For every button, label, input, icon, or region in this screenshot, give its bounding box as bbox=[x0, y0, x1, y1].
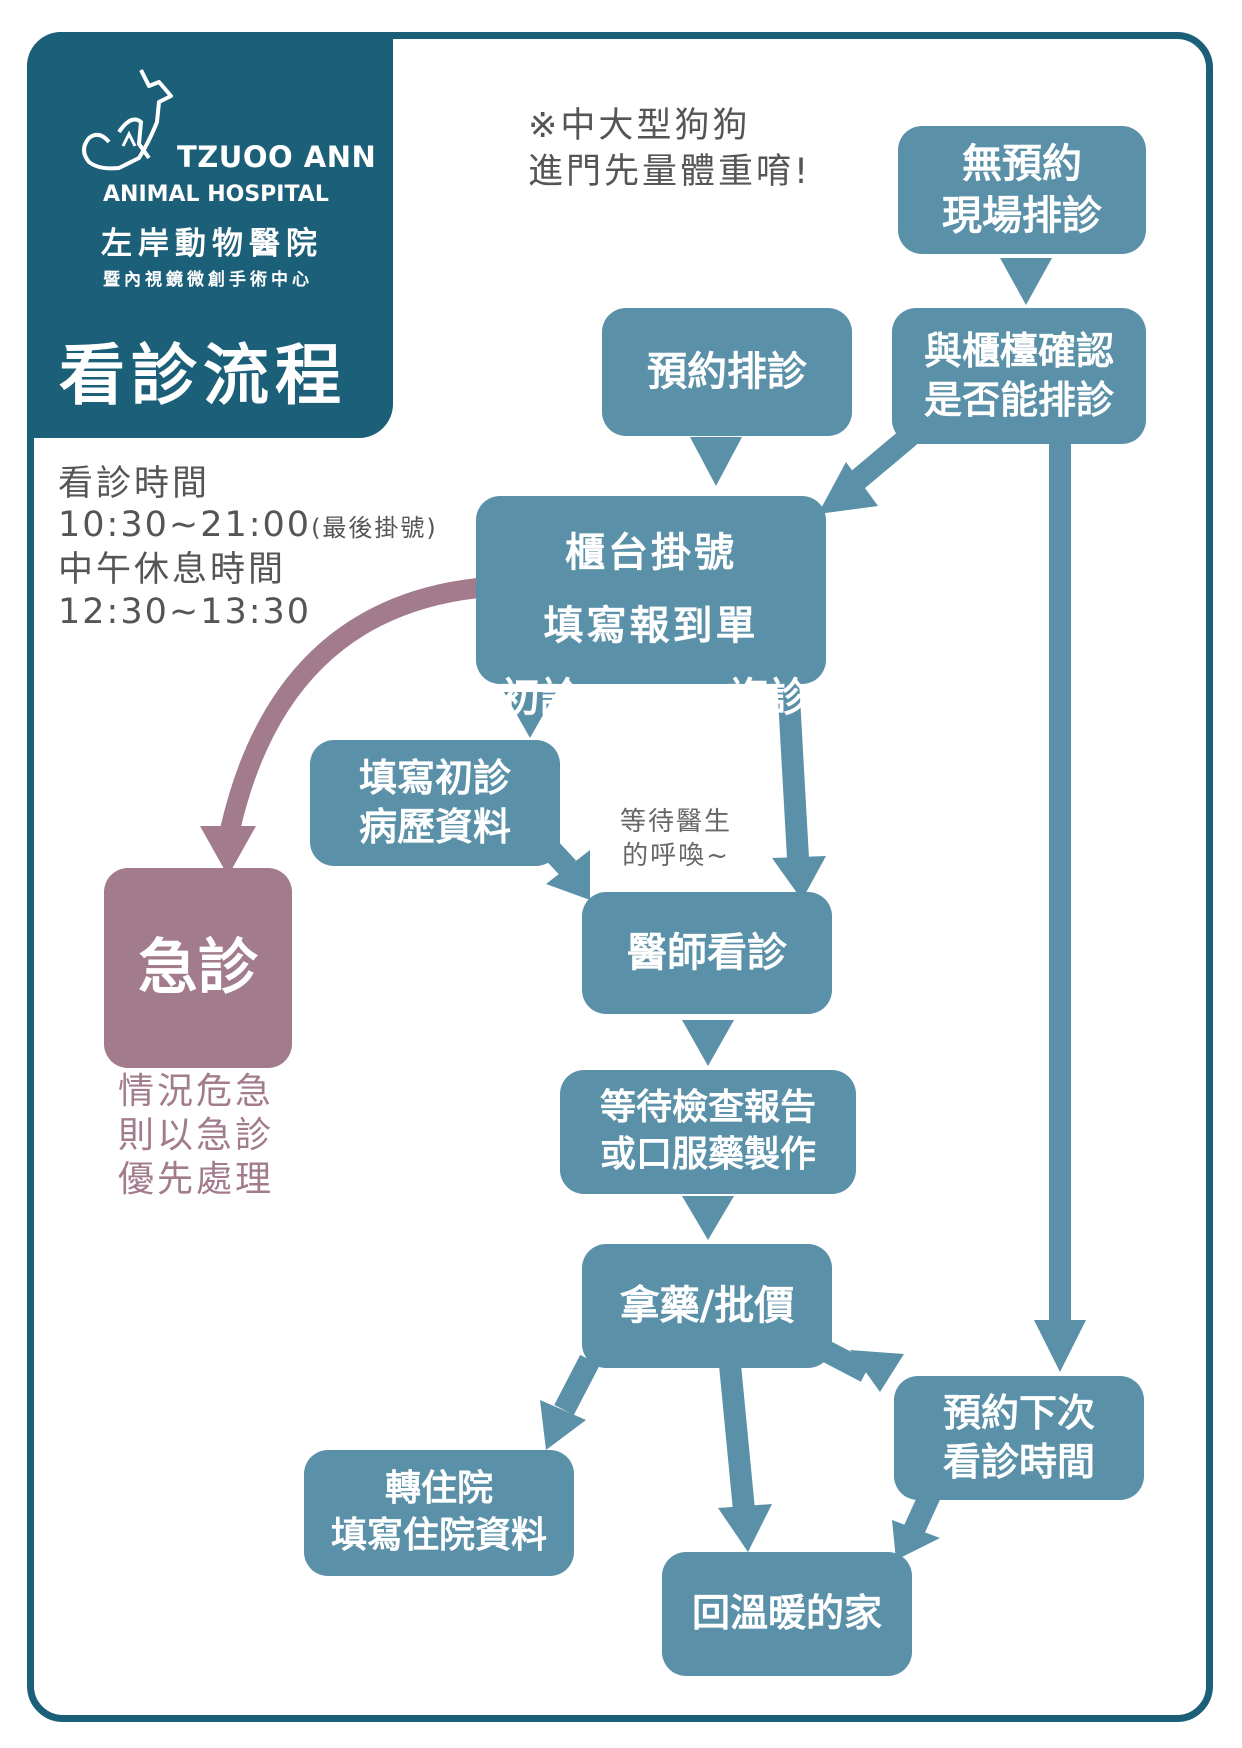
registration-box: 櫃台掛號 填寫報到單 初診 複診 bbox=[476, 496, 826, 721]
arrow-registration-history bbox=[504, 692, 556, 738]
appointment-box: 預約排診 bbox=[602, 308, 852, 436]
brand-name-en: TZUOO ANN bbox=[177, 140, 377, 174]
arrow-report-medicine bbox=[682, 1196, 734, 1240]
emergency-box: 急診 bbox=[104, 868, 292, 1068]
break-label: 中午休息時間 bbox=[58, 550, 287, 590]
arrow-medicine-home-line bbox=[719, 1363, 755, 1512]
medicine-pay-box: 拿藥/批價 bbox=[582, 1244, 832, 1368]
arrow-confirm-registration-head bbox=[818, 462, 878, 514]
brand-subtitle: 暨內視鏡微創手術中心 bbox=[103, 270, 313, 290]
arrow-appointment-registration bbox=[690, 437, 742, 486]
arrow-walkin-confirm bbox=[1000, 258, 1052, 305]
registration-line2: 填寫報到單 bbox=[543, 602, 759, 649]
next-appointment-box: 預約下次 看診時間 bbox=[894, 1376, 1144, 1500]
arrow-medicine-next-head bbox=[850, 1350, 904, 1392]
hours-label: 看診時間 bbox=[58, 464, 211, 504]
page-frame bbox=[27, 32, 1213, 1722]
arrow-registration-emergency-line bbox=[220, 578, 480, 833]
go-home-box: 回溫暖的家 bbox=[662, 1552, 912, 1676]
arrow-confirm-next-head bbox=[1034, 1320, 1086, 1372]
hospitalize-box: 轉住院 填寫住院資料 bbox=[304, 1450, 574, 1576]
wait-report-box: 等待檢查報告 或口服藥製作 bbox=[560, 1070, 856, 1194]
arrow-medicine-hospital-head bbox=[540, 1400, 586, 1450]
emergency-note: 情況危急 則以急診 優先處理 bbox=[118, 1071, 275, 1200]
arrow-medicine-hospital-line bbox=[554, 1354, 600, 1416]
walk-in-box: 無預約 現場排診 bbox=[898, 126, 1146, 254]
brand-name-en-line2: ANIMAL HOSPITAL bbox=[103, 182, 329, 207]
arrow-return-doctor-head bbox=[772, 856, 826, 900]
arrow-return-doctor-line bbox=[777, 679, 809, 859]
fill-history-box: 填寫初診 病歷資料 bbox=[310, 740, 560, 866]
hours-row: 10:30~21:00(最後掛號) bbox=[58, 503, 438, 549]
arrow-next-home-line bbox=[903, 1490, 941, 1535]
header-panel: TZUOO ANN ANIMAL HOSPITAL 左岸動物醫院 暨內視鏡微創手… bbox=[27, 32, 393, 438]
return-visit-label: 複診 bbox=[728, 675, 808, 722]
arrow-registration-emergency-head bbox=[200, 826, 256, 876]
confirm-counter-box: 與櫃檯確認 是否能排診 bbox=[892, 308, 1146, 444]
first-visit-label: 初診 bbox=[500, 675, 580, 722]
brand-name-zh: 左岸動物醫院 bbox=[101, 226, 323, 262]
arrow-history-doctor-head bbox=[546, 850, 590, 900]
registration-line1: 櫃台掛號 bbox=[565, 529, 737, 576]
wait-call-note: 等待醫生 的呼喚~ bbox=[620, 807, 733, 871]
arrow-next-home-head bbox=[892, 1520, 940, 1560]
arrow-doctor-report bbox=[682, 1020, 734, 1066]
doctor-exam-box: 醫師看診 bbox=[582, 892, 832, 1014]
page-title: 看診流程 bbox=[59, 337, 347, 414]
large-dog-note: ※中大型狗狗 進門先量體重唷! bbox=[528, 106, 812, 192]
hours-suffix: (最後掛號) bbox=[311, 514, 438, 542]
hours-value: 10:30~21:00 bbox=[58, 505, 312, 545]
arrow-medicine-home-head bbox=[718, 1504, 772, 1552]
cat-dog-logo-icon bbox=[82, 69, 173, 171]
break-value: 12:30~13:30 bbox=[58, 592, 312, 632]
